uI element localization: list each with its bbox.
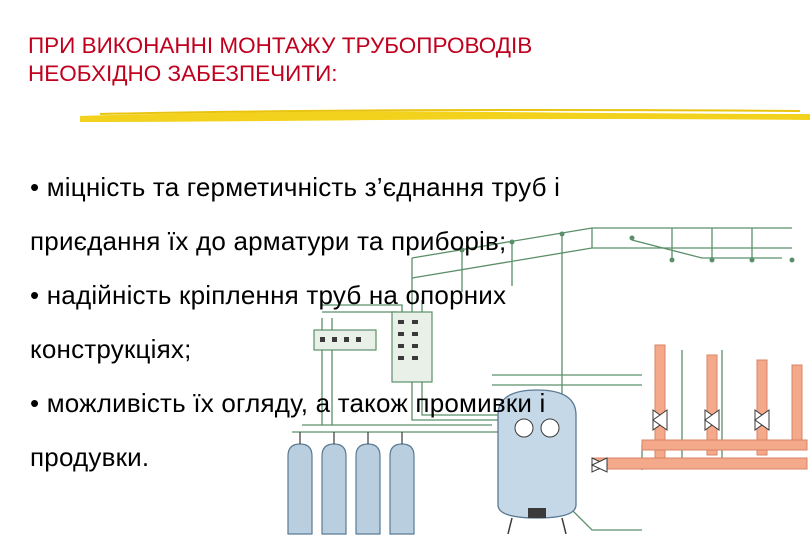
title-line-2: НЕОБХІДНО ЗАБЕЗПЕЧИТИ:	[28, 61, 338, 86]
bullet-line-3: • надійність кріплення труб на опорних	[30, 280, 507, 310]
gas-cylinders	[287, 443, 415, 535]
slide-title: ПРИ ВИКОНАННІ МОНТАЖУ ТРУБОПРОВОДІВ НЕОБ…	[28, 32, 788, 88]
bullet-line-2: приєдання їх до арматури та приборів;	[30, 226, 507, 256]
bullet-line-4: конструкціях;	[30, 334, 192, 364]
bullet-line-6: продувки.	[30, 442, 150, 472]
bullet-list: • міцність та герметичність з’єднання тр…	[30, 160, 770, 484]
main-pipes	[591, 344, 808, 470]
storage-tank	[497, 389, 577, 535]
valves	[590, 409, 770, 473]
piping-diagram	[287, 227, 808, 535]
bullet-line-5: • можливість їх огляду, а також промивки…	[30, 388, 546, 418]
title-underline	[80, 109, 810, 122]
title-line-1: ПРИ ВИКОНАННІ МОНТАЖУ ТРУБОПРОВОДІВ	[28, 33, 533, 58]
sprinkler-heads	[459, 231, 795, 263]
bullet-line-1: • міцність та герметичність з’єднання тр…	[30, 172, 561, 202]
